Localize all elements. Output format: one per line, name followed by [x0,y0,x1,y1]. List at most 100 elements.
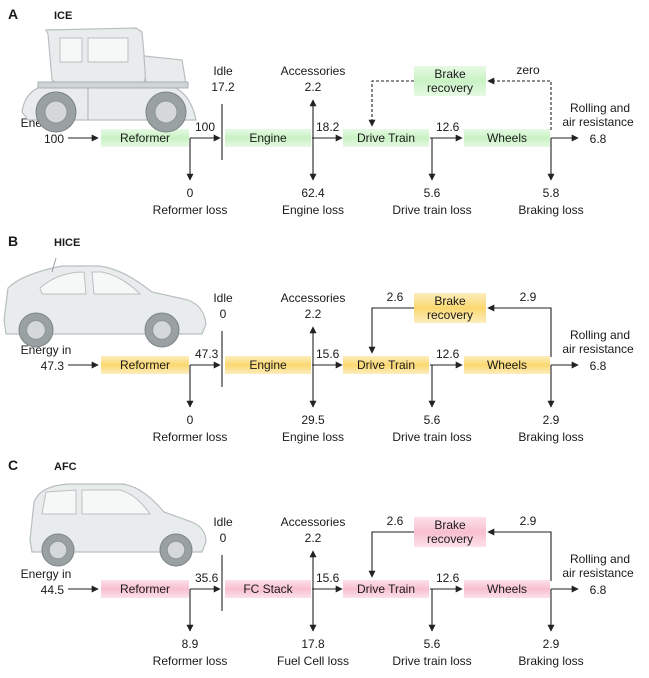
brake-out-arrow [368,307,414,354]
brake-in-value: 2.9 [520,514,537,528]
accessories-label: Accessories [281,64,346,78]
vintage-car-illustration [21,27,197,133]
brake-recovery-box-shade [414,293,486,323]
reformer-loss-value: 0 [187,413,194,427]
car-front-wheel-hub [166,540,186,560]
drive-train-box: Drive Train [343,129,429,147]
reformer-box-label: Reformer [120,131,170,145]
wheels-box: Wheels [464,580,550,598]
idle-value: 0 [220,531,227,545]
reformer-loss-label: Reformer loss [153,430,228,444]
brake-recovery-box-label-2: recovery [427,308,473,322]
engine-box-shade [225,129,311,147]
drive-loss-label: Drive train loss [392,203,471,217]
hatchback-car-illustration [3,257,207,348]
engine-box-shade [225,356,311,374]
panel-a: AICEEnergy in100ReformerEngineDrive Trai… [8,6,634,217]
reformer-box: Reformer [101,356,189,374]
engine-loss-label: Engine loss [282,430,344,444]
car-rear-wheel-hub [48,540,68,560]
brake-out-value: 2.6 [387,514,404,528]
energy-in-value: 44.5 [41,583,65,597]
engine-box: Engine [225,356,311,374]
energy-in-value: 100 [44,132,64,146]
drive-train-box-label: Drive Train [357,582,415,596]
car-running-board [37,81,189,89]
reformer-loss-value: 8.9 [182,637,199,651]
braking-loss-label: Braking loss [518,203,583,217]
engine-loss-value: 17.8 [301,637,325,651]
car-rear-wheel-hub [26,320,46,340]
car-window-rear [41,489,77,515]
car-rear-wheel-hub [44,100,68,124]
drive-loss-value: 5.6 [424,413,441,427]
panel-letter: B [8,233,18,249]
reformer-box: Reformer [101,580,189,598]
engine-out-value: 15.6 [316,347,340,361]
reformer-out-value: 100 [195,120,215,134]
brake-in-arrow [487,77,552,130]
drive-out-value: 12.6 [436,120,460,134]
car-front-wheel-hub [152,320,172,340]
compact-car-illustration [29,483,207,567]
drive-train-box-shade [343,580,429,598]
rolling-value: 6.8 [590,132,607,146]
engine-box-label: FC Stack [243,582,293,596]
wheels-box-label: Wheels [487,131,527,145]
idle-value: 0 [220,307,227,321]
braking-loss-label: Braking loss [518,654,583,668]
accessories-value: 2.2 [305,531,322,545]
reformer-out-value: 35.6 [195,571,219,585]
engine-loss-value: 29.5 [301,413,325,427]
reformer-loss-value: 0 [187,186,194,200]
rolling-label-2: air resistance [562,342,634,356]
brake-recovery-box-label-1: Brake [434,294,466,308]
reformer-box-label: Reformer [120,358,170,372]
drive-out-value: 12.6 [436,347,460,361]
accessories-value: 2.2 [305,80,322,94]
car-window-rear [39,271,87,295]
brake-recovery-box-label-2: recovery [427,532,473,546]
reformer-box-label: Reformer [120,582,170,596]
idle-label: Idle [213,64,233,78]
accessories-value: 2.2 [305,307,322,321]
wheels-box-label: Wheels [487,358,527,372]
drive-loss-label: Drive train loss [392,654,471,668]
engine-box: Engine [225,129,311,147]
brake-in-arrow [487,304,552,357]
drive-out-value: 12.6 [436,571,460,585]
panel-name: HICE [54,237,80,249]
wheels-box-shade [464,356,550,374]
wheels-box: Wheels [464,129,550,147]
brake-in-arrow [487,528,552,581]
drive-loss-value: 5.6 [424,637,441,651]
engine-box-shade [225,580,311,598]
reformer-loss-label: Reformer loss [153,203,228,217]
car-antenna [51,257,57,273]
energy-in-label: Energy in [21,567,72,581]
wheels-box-label: Wheels [487,582,527,596]
reformer-box-shade [101,580,189,598]
brake-recovery-box-label-1: Brake [434,67,466,81]
drive-loss-label: Drive train loss [392,430,471,444]
brake-out-arrow [368,80,414,127]
drive-train-box-shade [343,129,429,147]
brake-recovery-box-shade [414,66,486,96]
drive-train-box-label: Drive Train [357,358,415,372]
brake-recovery-box-label-2: recovery [427,81,473,95]
panel-name: ICE [54,10,72,22]
engine-out-value: 15.6 [316,571,340,585]
rolling-label-1: Rolling and [570,328,630,342]
reformer-box-shade [101,129,189,147]
idle-label: Idle [213,515,233,529]
engine-loss-label: Engine loss [282,203,344,217]
drive-train-box-shade [343,356,429,374]
car-window-side [87,37,129,63]
braking-loss-value: 2.9 [543,413,560,427]
engine-box-label: Engine [249,358,287,372]
braking-loss-value: 5.8 [543,186,560,200]
car-window-rear [59,37,83,63]
